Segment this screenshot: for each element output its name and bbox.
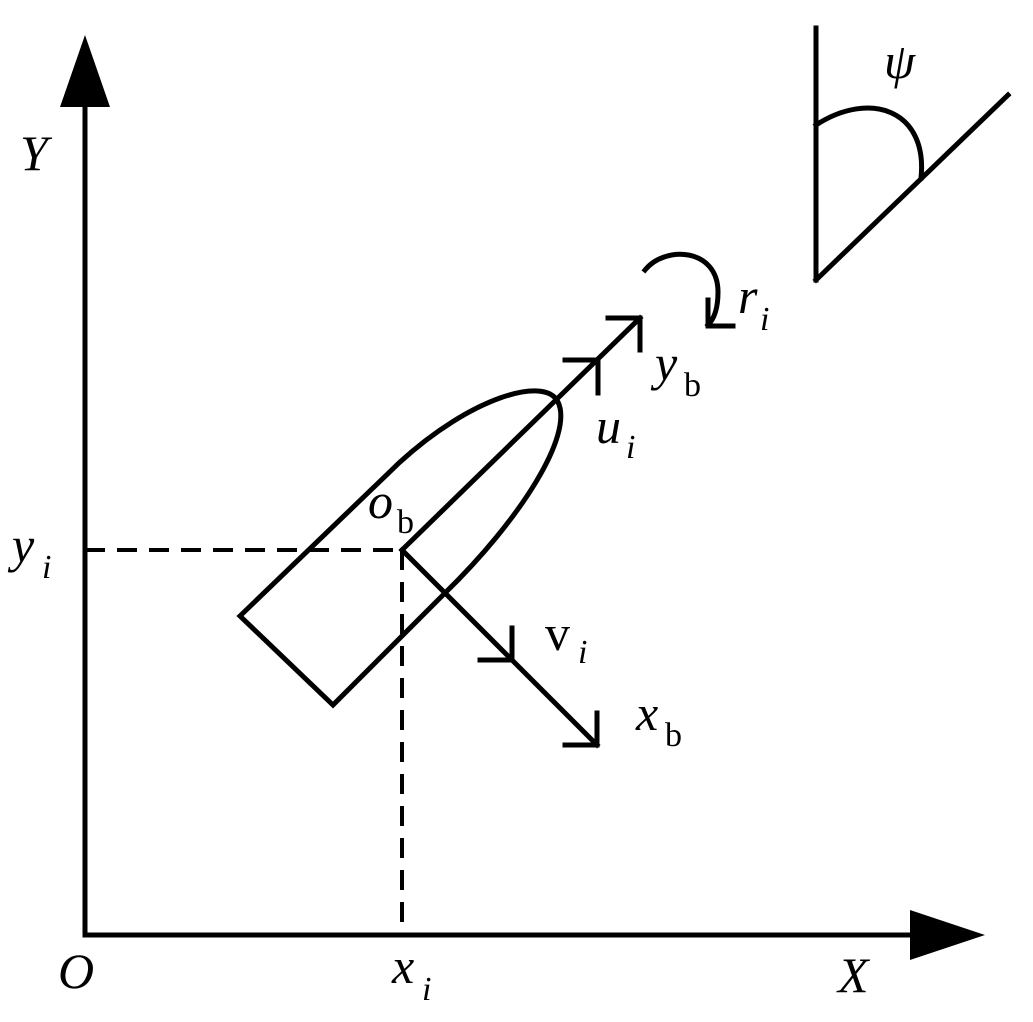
xi-label: x i bbox=[391, 938, 431, 1008]
xb-subscript: b bbox=[665, 717, 682, 754]
yb-axis bbox=[398, 314, 644, 554]
yb-axis-line bbox=[398, 314, 644, 554]
world-axes bbox=[60, 35, 985, 960]
xi-main: x bbox=[391, 938, 414, 994]
ob-label: o b bbox=[368, 473, 414, 541]
ship-hull bbox=[236, 388, 564, 709]
ui-label: u i bbox=[596, 398, 635, 466]
xb-axis bbox=[398, 546, 601, 749]
xi-subscript: i bbox=[422, 971, 431, 1008]
v-velocity-arrowhead bbox=[477, 625, 515, 663]
ri-main: r bbox=[738, 268, 758, 324]
xb-axis-line bbox=[398, 546, 601, 749]
yb-label: y b bbox=[650, 335, 701, 404]
xb-main: x bbox=[635, 685, 658, 741]
origin-label: O bbox=[58, 943, 94, 999]
ob-subscript: b bbox=[397, 504, 414, 541]
heading-angle-label: ψ bbox=[884, 33, 916, 89]
vi-label: v i bbox=[545, 605, 587, 671]
yaw-rate-arrowhead bbox=[705, 297, 736, 329]
ri-subscript: i bbox=[760, 301, 769, 338]
u-velocity-arrowhead bbox=[562, 357, 601, 396]
yi-subscript: i bbox=[42, 549, 51, 586]
heading-inset bbox=[812, 25, 1012, 284]
yi-main: y bbox=[7, 517, 35, 573]
x-axis-arrowhead bbox=[910, 910, 985, 960]
ob-main: o bbox=[368, 473, 393, 529]
y-axis-arrowhead bbox=[60, 35, 110, 107]
x-axis-label: X bbox=[836, 947, 871, 1003]
heading-angle-arc bbox=[812, 105, 925, 181]
yb-main: y bbox=[650, 335, 678, 391]
ri-label: r i bbox=[738, 268, 769, 338]
vi-main: v bbox=[545, 605, 570, 661]
ui-subscript: i bbox=[626, 429, 635, 466]
yb-subscript: b bbox=[684, 367, 701, 404]
yi-label: y i bbox=[7, 517, 51, 586]
ui-main: u bbox=[596, 398, 621, 454]
projection-lines bbox=[85, 548, 404, 935]
xb-arrowhead bbox=[562, 710, 600, 748]
yaw-rate-arc bbox=[641, 251, 721, 329]
vi-subscript: i bbox=[578, 634, 587, 671]
heading-direction-line bbox=[812, 91, 1012, 284]
xb-label: x b bbox=[635, 685, 682, 754]
y-axis-label: Y bbox=[20, 125, 53, 181]
yb-arrowhead bbox=[605, 315, 643, 353]
yaw-rate-arrow bbox=[641, 251, 736, 329]
